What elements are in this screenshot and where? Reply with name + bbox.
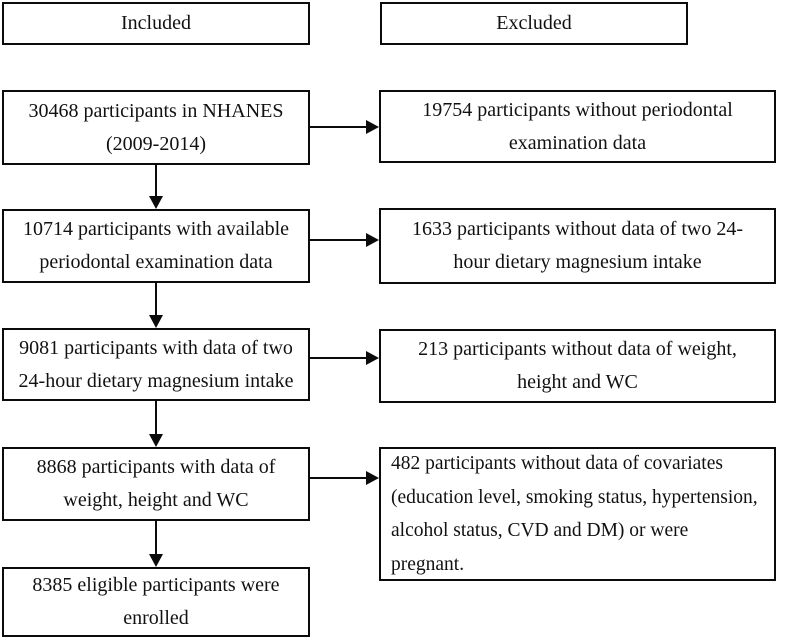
arrow-down-head-icon: [149, 196, 163, 209]
excluded-box-text: height and WC: [517, 371, 638, 393]
arrow-right-head-icon: [366, 471, 379, 485]
arrow-right-1: [310, 120, 379, 134]
excluded-box-text: 1633 participants without data of two 24…: [411, 218, 744, 240]
arrow-shaft: [310, 357, 368, 359]
flow-box-text: periodontal examination data: [39, 251, 273, 273]
arrow-right-head-icon: [366, 233, 379, 247]
arrow-down-3: [149, 401, 163, 447]
flow-box-periodontal-available: 10714 participants with available period…: [2, 209, 310, 283]
excluded-box-no-periodontal: 19754 participants without periodontal e…: [379, 90, 776, 163]
flow-box-text: 10714 participants with available: [22, 218, 290, 240]
flow-box-text: weight, height and WC: [63, 489, 249, 511]
flow-box-magnesium-data: 9081 participants with data of two 24-ho…: [2, 328, 310, 401]
excluded-box-text: alcohol status, CVD and DM) or were: [391, 520, 689, 541]
excluded-box-no-covariates: 482 participants without data of covaria…: [379, 447, 776, 581]
included-header-box: Included: [2, 2, 310, 45]
excluded-header-label: Excluded: [496, 12, 572, 34]
excluded-header-box: Excluded: [380, 2, 688, 45]
arrow-down-head-icon: [149, 554, 163, 567]
excluded-box-text: hour dietary magnesium intake: [453, 251, 702, 273]
excluded-box-no-weight-height-wc: 213 participants without data of weight,…: [379, 329, 776, 403]
arrow-shaft: [310, 126, 368, 128]
arrow-down-2: [149, 283, 163, 328]
excluded-box-no-magnesium: 1633 participants without data of two 24…: [379, 208, 776, 284]
arrow-right-4: [310, 471, 379, 485]
arrow-down-1: [149, 165, 163, 209]
arrow-shaft: [310, 239, 368, 241]
flow-box-weight-height-wc: 8868 participants with data of weight, h…: [2, 447, 310, 521]
arrow-down-head-icon: [149, 315, 163, 328]
flow-box-text: 30468 participants in NHANES: [28, 99, 284, 122]
flow-box-text: 24-hour dietary magnesium intake: [18, 369, 294, 392]
arrow-shaft: [310, 477, 368, 479]
arrow-right-head-icon: [366, 351, 379, 365]
arrow-down-head-icon: [149, 434, 163, 447]
arrow-right-3: [310, 351, 379, 365]
arrow-right-2: [310, 233, 379, 247]
flow-box-text: enrolled: [123, 607, 189, 629]
arrow-shaft: [155, 165, 157, 198]
arrow-shaft: [155, 283, 157, 317]
excluded-box-text: examination data: [508, 131, 647, 154]
excluded-box-text: 19754 participants without periodontal: [422, 98, 733, 121]
flow-box-text: (2009-2014): [106, 132, 206, 155]
flow-box-nhanes-participants: 30468 participants in NHANES (2009-2014): [2, 90, 310, 165]
arrow-shaft: [155, 401, 157, 436]
included-header-label: Included: [121, 12, 191, 34]
excluded-box-text: pregnant.: [391, 553, 465, 575]
flow-box-text: 8385 eligible participants were: [32, 574, 280, 596]
excluded-box-text: (education level, smoking status, hypert…: [391, 486, 758, 508]
arrow-down-4: [149, 521, 163, 567]
excluded-box-text: 213 participants without data of weight,: [418, 338, 737, 360]
excluded-box-text: 482 participants without data of covaria…: [391, 453, 723, 474]
flow-box-text: 9081 participants with data of two: [19, 336, 293, 359]
arrow-shaft: [155, 521, 157, 556]
arrow-right-head-icon: [366, 120, 379, 134]
flow-box-text: 8868 participants with data of: [36, 456, 276, 478]
flow-box-eligible-enrolled: 8385 eligible participants were enrolled: [2, 567, 310, 637]
